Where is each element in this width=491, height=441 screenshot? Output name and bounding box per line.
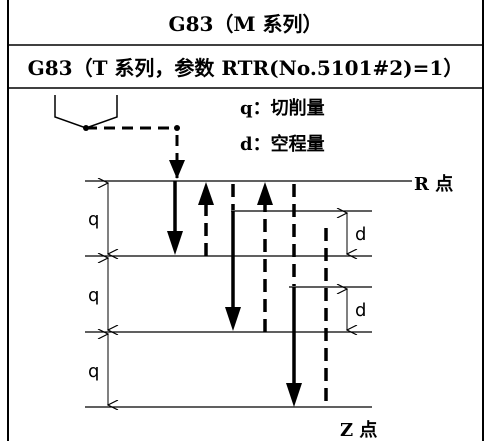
title-m-series: G83（M 系列） xyxy=(168,12,323,36)
q-label-1: q xyxy=(88,209,99,230)
feed-peck-2-arrowhead xyxy=(225,307,241,331)
feed-peck-3-arrowhead xyxy=(286,383,302,407)
z-point-label: Z 点 xyxy=(340,419,377,441)
retract-1-arrowhead xyxy=(198,182,214,205)
start-point-dot xyxy=(174,125,180,131)
d-label-1: d xyxy=(355,224,366,245)
q-label-3: q xyxy=(88,361,99,382)
retract-2-arrowhead xyxy=(257,182,273,205)
legend-q: q：切削量 xyxy=(240,97,325,119)
title-t-series: G83（T 系列，参数 RTR(No.5101#2)=1） xyxy=(27,56,464,80)
q-label-2: q xyxy=(88,285,99,306)
r-point-label: R 点 xyxy=(414,173,453,195)
d-label-2: d xyxy=(355,300,366,321)
rapid-arrowhead xyxy=(169,160,185,179)
feed-peck-1-arrowhead xyxy=(167,231,183,255)
legend-d: d：空程量 xyxy=(240,133,325,155)
tool-icon xyxy=(54,95,118,129)
